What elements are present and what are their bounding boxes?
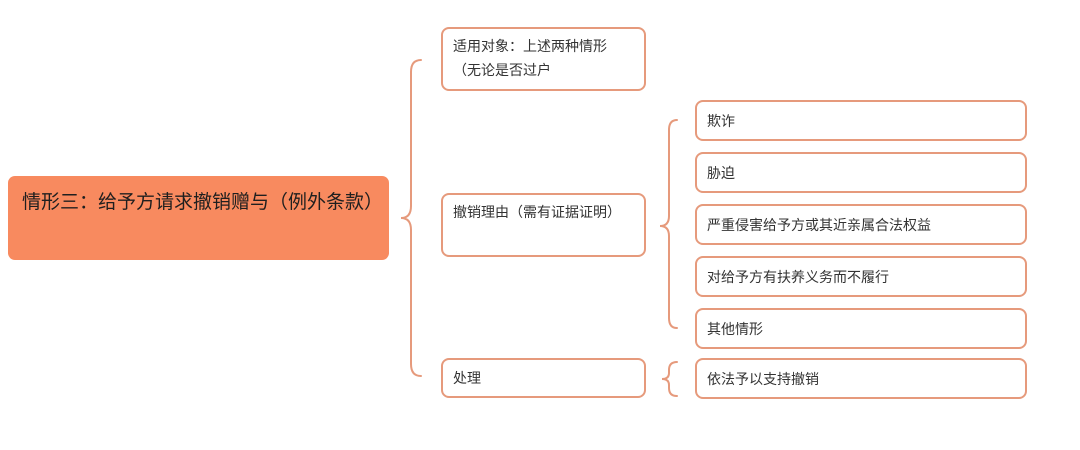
handling-result-node: 依法予以支持撤销	[695, 358, 1027, 399]
handling-brace	[661, 361, 678, 397]
reason-infringement-node: 严重侵害给予方或其近亲属合法权益	[695, 204, 1027, 245]
branch-reason-node: 撤销理由（需有证据证明）	[441, 193, 646, 257]
reason-support-duty-node: 对给予方有扶养义务而不履行	[695, 256, 1027, 297]
reason-other-node: 其他情形	[695, 308, 1027, 349]
reason-brace	[659, 119, 678, 329]
reason-fraud-node: 欺诈	[695, 100, 1027, 141]
branch-handling-node: 处理	[441, 358, 646, 398]
root-node: 情形三：给予方请求撤销赠与（例外条款）	[8, 176, 389, 260]
reason-coercion-node: 胁迫	[695, 152, 1027, 193]
branch-target-node: 适用对象：上述两种情形（无论是否过户	[441, 27, 646, 91]
root-brace	[400, 59, 422, 377]
